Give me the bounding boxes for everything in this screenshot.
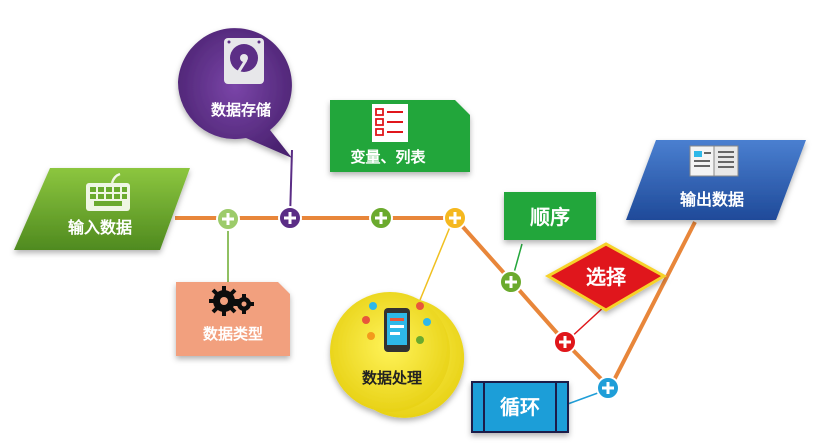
selection-label: 选择 xyxy=(586,265,627,289)
data-types-label: 数据类型 xyxy=(203,325,263,343)
plus-marker-loop[interactable] xyxy=(596,376,620,400)
output-data-label: 输出数据 xyxy=(680,190,744,209)
variables-lists-label: 变量、列表 xyxy=(350,148,426,166)
variables-lists-node: 变量、列表 xyxy=(330,100,470,172)
smartphone-apps-icon xyxy=(362,302,431,352)
checklist-icon xyxy=(372,104,408,142)
newspaper-icon xyxy=(689,145,739,177)
plus-marker-selection[interactable] xyxy=(553,330,577,354)
selection-node: 选择 xyxy=(544,242,668,312)
output-data-node: 输出数据 xyxy=(626,140,806,220)
plus-marker-processing[interactable] xyxy=(443,206,467,230)
input-data-node: 输入数据 xyxy=(14,168,190,250)
loop-label: 循环 xyxy=(500,395,540,419)
gears-icon xyxy=(209,286,254,316)
hard-disk-icon xyxy=(224,38,264,84)
loop-node: 循环 xyxy=(471,381,569,433)
plus-marker-storage[interactable] xyxy=(278,206,302,230)
data-processing-node: 数据处理 xyxy=(330,292,465,418)
data-storage-label: 数据存储 xyxy=(211,101,271,119)
data-types-node: 数据类型 xyxy=(176,282,290,356)
plus-marker-variables[interactable] xyxy=(369,206,393,230)
keyboard-icon xyxy=(86,172,130,211)
input-data-label: 输入数据 xyxy=(68,218,132,237)
sequence-node: 顺序 xyxy=(504,192,596,240)
data-processing-label: 数据处理 xyxy=(362,369,422,387)
plus-marker-sequence[interactable] xyxy=(499,270,523,294)
sequence-label: 顺序 xyxy=(530,205,570,229)
plus-marker-types[interactable] xyxy=(216,207,240,231)
main-flow-line xyxy=(175,216,697,390)
connector-processing xyxy=(419,221,453,301)
data-storage-node: 数据存储 xyxy=(177,28,292,158)
connector-selection xyxy=(567,304,607,341)
